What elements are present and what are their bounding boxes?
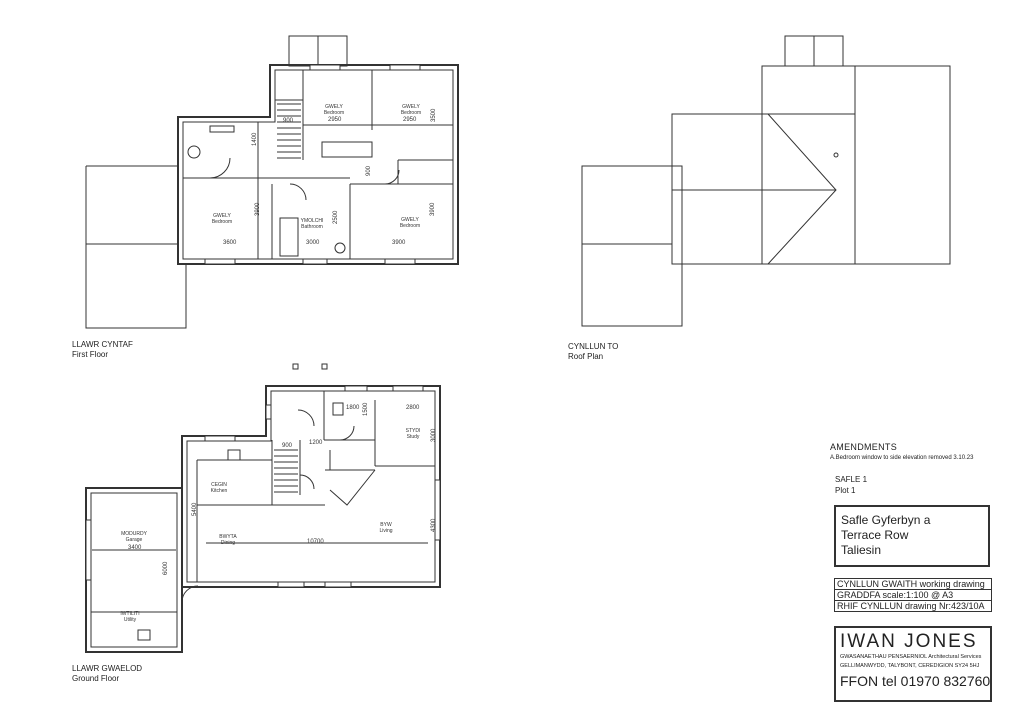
drawing-info-box: CYNLLUN GWAITH working drawing GRADDFA s… <box>834 578 992 612</box>
room-label-living: BYW Living <box>379 522 392 534</box>
dim-gf-1500: 1500 <box>363 402 369 416</box>
room-label-en: Bedroom <box>400 110 422 116</box>
first-floor-title: LLAWR CYNTAF First Floor <box>72 340 133 360</box>
dim-ff-2950-a: 2950 <box>328 117 342 123</box>
dim-ff-1400: 1400 <box>252 132 258 146</box>
room-label-kitchen: CEGIN Kitchen <box>211 482 228 494</box>
drawing-number: RHIF CYNLLUN drawing Nr:423/10A <box>837 601 985 611</box>
dim-ff-900-stair: 900 <box>283 118 294 124</box>
room-label-en: Garage <box>125 537 143 543</box>
room-label-cy: GWELY <box>402 104 420 110</box>
room-label-en: Bedroom <box>211 219 233 225</box>
first-floor-title-cy: LLAWR CYNTAF <box>72 340 133 349</box>
room-label-cy: BWYTA <box>219 534 237 540</box>
room-label-cy: GWELY <box>401 217 419 223</box>
dim-ff-3900-bottom: 3900 <box>392 240 406 246</box>
dim-ff-900-landing: 900 <box>366 165 372 176</box>
dim-ff-3500: 3500 <box>431 108 437 122</box>
room-label-cy: YMOLCHI <box>300 218 324 224</box>
first-floor-outer-wall <box>177 64 459 265</box>
dim-gf-6000: 6000 <box>163 561 169 575</box>
first-floor-plan <box>85 35 459 329</box>
roof-plan <box>581 35 951 327</box>
room-label-cy: CEGIN <box>211 482 227 488</box>
room-label-en: Bathroom <box>301 224 323 230</box>
dim-ff-3900-left: 3900 <box>255 202 261 216</box>
roof-plan-title-en: Roof Plan <box>568 352 604 361</box>
amendments-block: AMENDMENTS A.Bedroom window to side elev… <box>830 442 973 461</box>
architect-name: IWAN JONES <box>840 631 978 652</box>
room-label-cy: MODURDY <box>121 531 147 537</box>
site-line-1: Safle Gyferbyn a <box>841 513 931 527</box>
architect-address: GELLIMANWYDD, TALYBONT, CEREDIGION SY24 … <box>840 663 980 669</box>
room-label-bedroom-left: GWELY Bedroom <box>212 213 232 225</box>
plot-label-en: Plot 1 <box>835 486 856 495</box>
first-floor-title-en: First Floor <box>72 350 108 359</box>
dim-gf-1200: 1200 <box>309 440 323 446</box>
dim-ff-3900-right: 3900 <box>430 202 436 216</box>
room-label-bedroom-top-right: GWELY Bedroom <box>401 104 421 116</box>
dim-gf-3000: 3000 <box>431 428 437 442</box>
room-label-cy: IWTILITI <box>120 611 140 617</box>
dim-gf-3400: 3400 <box>128 545 142 551</box>
ground-floor-plan <box>85 363 441 653</box>
roof-plan-title: CYNLLUN TO Roof Plan <box>568 342 618 362</box>
room-label-en: Bedroom <box>399 223 421 229</box>
drawing-scale: GRADDFA scale:1:100 @ A3 <box>835 590 991 601</box>
architect-services: GWASANAETHAU PENSAERNIOL Architectural S… <box>840 654 982 660</box>
dim-gf-1800: 1800 <box>346 405 360 411</box>
dim-ff-2950-b: 2950 <box>403 117 417 123</box>
room-label-garage: MODURDY Garage <box>121 531 147 543</box>
architect-phone: FFON tel 01970 832760 <box>840 673 991 689</box>
room-label-en: Study <box>406 434 420 440</box>
room-label-utility: IWTILITI Utility <box>120 611 139 623</box>
architect-box: IWAN JONES GWASANAETHAU PENSAERNIOL Arch… <box>834 626 992 702</box>
dim-gf-5400: 5400 <box>192 502 198 516</box>
room-label-en: Utility <box>123 617 137 623</box>
roof-plan-title-cy: CYNLLUN TO <box>568 342 619 351</box>
room-label-en: Bedroom <box>323 110 345 116</box>
room-label-study: STYDI Study <box>406 428 421 440</box>
room-label-bedroom-top-center: GWELY Bedroom <box>324 104 344 116</box>
dim-ff-3600: 3600 <box>223 240 237 246</box>
dim-gf-900: 900 <box>282 443 293 449</box>
room-label-bathroom: YMOLCHI Bathroom <box>301 218 324 230</box>
room-label-en: Dining <box>220 540 236 546</box>
room-label-cy: GWELY <box>213 213 231 219</box>
room-label-cy: STYDI <box>405 428 421 434</box>
ground-floor-title-cy: LLAWR GWAELOD <box>72 664 143 673</box>
ground-floor-title-en: Ground Floor <box>72 674 120 683</box>
garage-outline <box>85 487 183 653</box>
room-label-cy: GWELY <box>325 104 343 110</box>
plot-label: SAFLE 1 Plot 1 <box>835 474 867 496</box>
ground-floor-title: LLAWR GWAELOD Ground Floor <box>72 664 142 684</box>
plot-label-cy: SAFLE 1 <box>835 475 868 484</box>
dim-ff-2500: 2500 <box>333 210 339 224</box>
dim-gf-10700: 10700 <box>307 539 324 545</box>
drawing-type: CYNLLUN GWAITH working drawing <box>835 579 991 590</box>
site-line-3: Taliesin <box>841 543 882 557</box>
room-label-en: Living <box>379 528 393 534</box>
site-line-2: Terrace Row <box>841 528 909 542</box>
room-label-bedroom-right: GWELY Bedroom <box>400 217 420 229</box>
dim-ff-3000: 3000 <box>306 240 320 246</box>
amendments-heading: AMENDMENTS <box>830 442 898 452</box>
site-name-box: Safle Gyferbyn a Terrace Row Taliesin <box>834 505 990 567</box>
amendment-item-a: A.Bedroom window to side elevation remov… <box>830 455 974 461</box>
room-label-cy: BYW <box>380 522 392 528</box>
room-label-en: Kitchen <box>210 488 228 494</box>
dim-gf-4300: 4300 <box>431 518 437 532</box>
dim-gf-2800: 2800 <box>406 405 420 411</box>
room-label-dining: BWYTA Dining <box>219 534 236 546</box>
